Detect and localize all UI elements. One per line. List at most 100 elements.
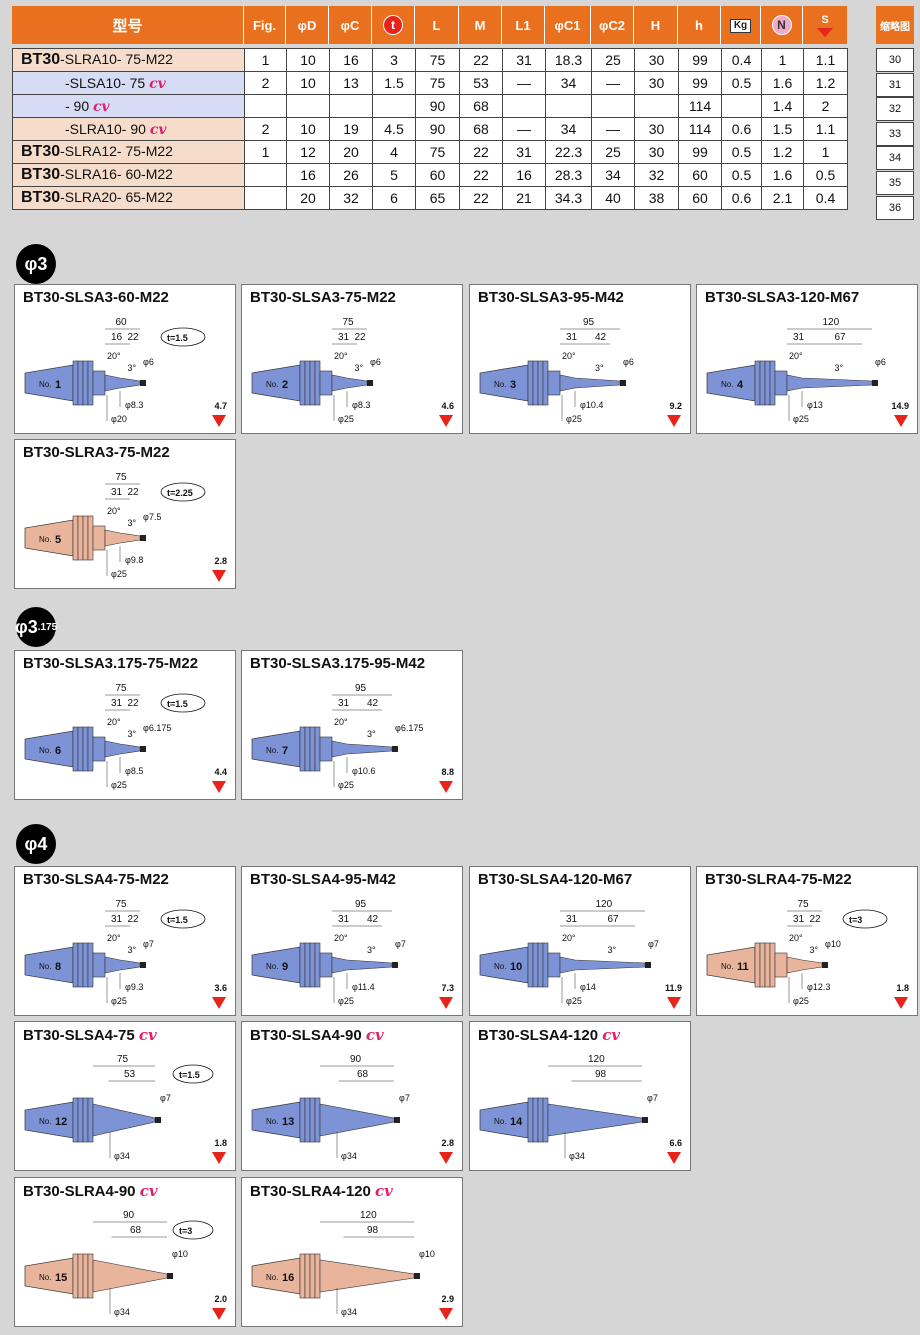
dim-tip: φ6 bbox=[143, 357, 154, 367]
cell-n: 1 bbox=[761, 48, 804, 72]
header-C2: φC2 bbox=[591, 6, 634, 44]
cell-t: 4 bbox=[372, 140, 416, 164]
cell-kg bbox=[721, 94, 762, 118]
flange-ring bbox=[309, 1253, 316, 1299]
s-value: 2.8 bbox=[214, 556, 227, 566]
dim-tip: φ7 bbox=[395, 939, 406, 949]
flange-ring bbox=[304, 360, 311, 406]
dim-total: 90 bbox=[123, 1210, 135, 1221]
dim-part2: 42 bbox=[595, 332, 607, 343]
dim-taper: 3° bbox=[128, 729, 137, 739]
tool-title: BT30-SLSA3-60-M22 bbox=[23, 289, 169, 306]
cell-C1: 22.3 bbox=[545, 140, 592, 164]
dim-angle: 20° bbox=[789, 351, 803, 361]
dim-total: 120 bbox=[360, 1210, 377, 1221]
s-value: 2.9 bbox=[441, 1294, 454, 1304]
flange-ring bbox=[82, 942, 89, 988]
neck bbox=[104, 374, 141, 392]
cell-H: 30 bbox=[634, 48, 679, 72]
collar bbox=[92, 952, 106, 978]
flange-ring bbox=[527, 1097, 534, 1143]
tool-title: BT30-SLSA4-120-M67 bbox=[478, 871, 633, 888]
thumbnail-page-cell: 34 bbox=[876, 146, 914, 171]
flange-ring bbox=[299, 726, 306, 772]
dim-d2: φ34 bbox=[114, 1307, 130, 1317]
dim-angle: 20° bbox=[334, 933, 348, 943]
dim-t: t=3 bbox=[179, 1226, 192, 1236]
dim-d1: φ10.4 bbox=[580, 400, 603, 410]
model-cell: BT30-SLRA10- 75-M22 bbox=[12, 48, 245, 72]
cell-C: 19 bbox=[329, 117, 373, 141]
dim-part1: 68 bbox=[357, 1069, 369, 1080]
t-callout bbox=[160, 693, 206, 713]
dim-total: 75 bbox=[116, 683, 128, 694]
collar bbox=[92, 525, 106, 551]
header-H: H bbox=[634, 6, 678, 44]
dim-angle: 20° bbox=[107, 717, 121, 727]
s-value: 2.0 bbox=[214, 1294, 227, 1304]
model-cell: BT30-SLRA16- 60-M22 bbox=[12, 163, 245, 187]
collar bbox=[547, 952, 561, 978]
dim-tip: φ7 bbox=[648, 939, 659, 949]
cell-H: 30 bbox=[634, 117, 679, 141]
flange-ring bbox=[77, 726, 84, 772]
cone-neck bbox=[319, 1103, 395, 1137]
cv-mark: cv bbox=[93, 98, 110, 115]
down-arrow-icon bbox=[894, 997, 908, 1009]
collar bbox=[547, 370, 561, 396]
flange-ring bbox=[532, 1097, 539, 1143]
tool-number-prefix: No. bbox=[39, 535, 51, 544]
tool-number-prefix: No. bbox=[266, 1273, 278, 1282]
header-model: 型号 bbox=[12, 6, 244, 44]
dim-d1: φ12.3 bbox=[807, 982, 830, 992]
tool-number: 8 bbox=[55, 961, 61, 973]
tool-number-prefix: No. bbox=[266, 380, 278, 389]
flange-ring bbox=[314, 726, 321, 772]
table-header: 型号 Fig. φD φC t L M L1 φC1 φC2 H h Kg N … bbox=[12, 6, 865, 44]
cell-H: 38 bbox=[634, 186, 679, 210]
flange-ring bbox=[82, 1097, 89, 1143]
flange-ring bbox=[87, 1253, 94, 1299]
flange-ring bbox=[542, 360, 549, 406]
dim-taper: 3° bbox=[810, 945, 819, 955]
tool-tip bbox=[394, 1117, 400, 1123]
header-L1: L1 bbox=[502, 6, 545, 44]
tool-number-prefix: No. bbox=[39, 1273, 51, 1282]
dim-part2: 22 bbox=[355, 332, 367, 343]
dim-part1: 68 bbox=[130, 1225, 142, 1236]
cell-h: 99 bbox=[678, 71, 722, 95]
flange-ring bbox=[72, 1253, 79, 1299]
cell-n: 1.6 bbox=[761, 71, 804, 95]
tool-number-prefix: No. bbox=[39, 962, 51, 971]
n-badge-icon: N bbox=[771, 15, 792, 35]
cell-M: 22 bbox=[459, 186, 503, 210]
cell-fig: 1 bbox=[244, 140, 287, 164]
dim-t: t=3 bbox=[849, 915, 862, 925]
down-arrow-icon bbox=[212, 415, 226, 427]
down-arrow-icon bbox=[817, 27, 833, 37]
flange-ring bbox=[314, 942, 321, 988]
model-series: BT30 bbox=[21, 166, 61, 183]
dim-taper: 3° bbox=[128, 945, 137, 955]
neck bbox=[104, 740, 141, 758]
cell-C: 20 bbox=[329, 140, 373, 164]
s-value: 14.9 bbox=[891, 401, 909, 411]
dim-total: 95 bbox=[355, 683, 367, 694]
flange-ring bbox=[542, 942, 549, 988]
cell-L1: — bbox=[502, 71, 546, 95]
cell-H: 32 bbox=[634, 163, 679, 187]
cell-t: 4.5 bbox=[372, 117, 416, 141]
model-code: -SLRA10- 90 bbox=[65, 120, 150, 137]
dim-d1: φ14 bbox=[580, 982, 596, 992]
flange-ring bbox=[309, 726, 316, 772]
dim-total: 75 bbox=[116, 472, 128, 483]
dim-d2: φ25 bbox=[566, 414, 582, 424]
tool-tip bbox=[392, 746, 398, 752]
